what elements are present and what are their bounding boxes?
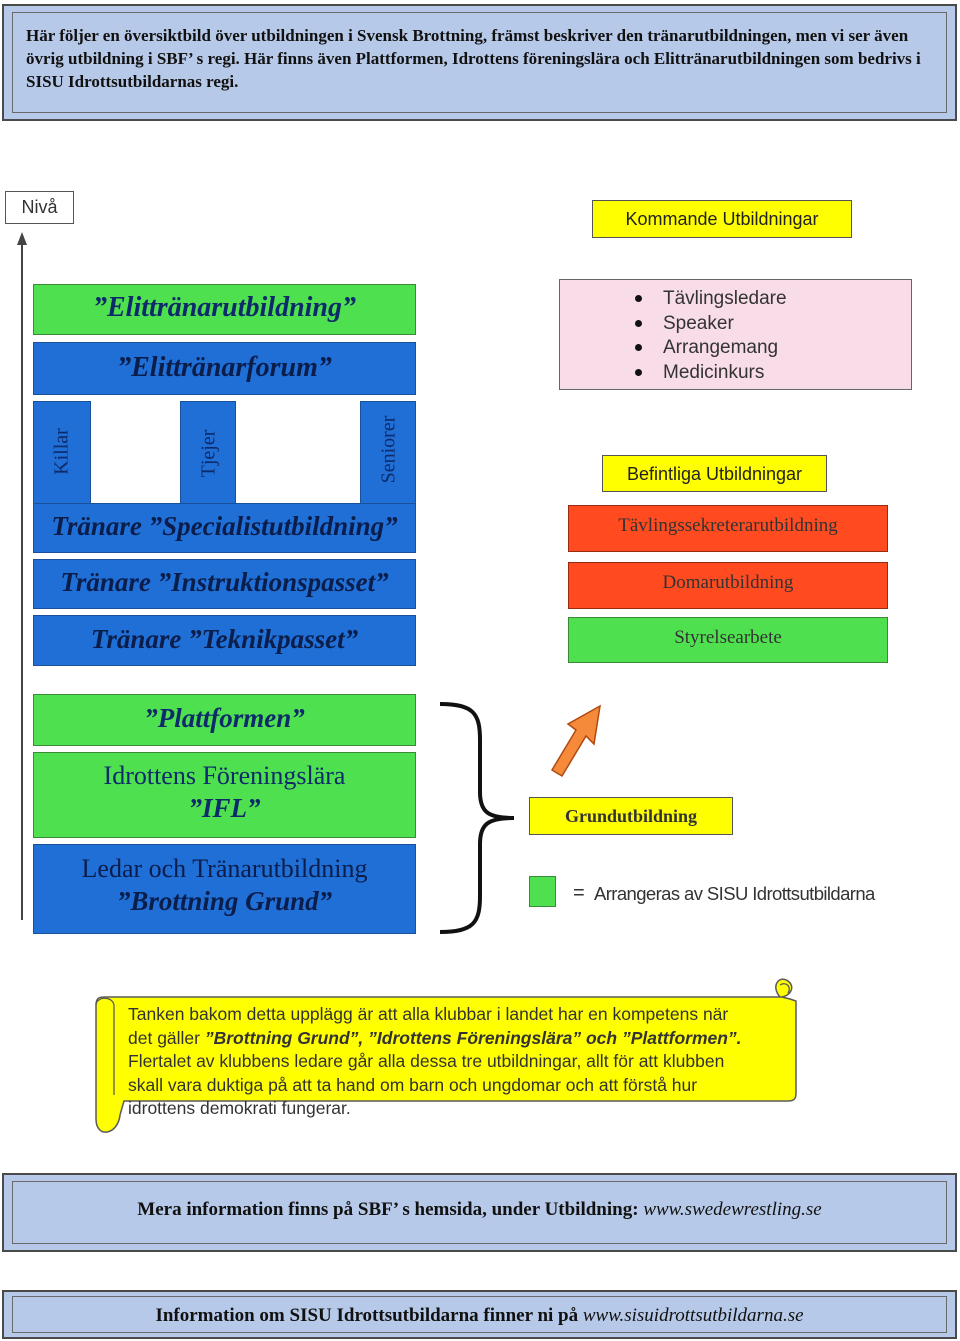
scroll-line-5: idrottens demokrati fungerar. — [128, 1098, 351, 1118]
box-elittranarforum: ”Elittränarforum” — [33, 342, 416, 395]
scroll-line-3: Flertalet av klubbens ledare går alla de… — [128, 1051, 725, 1071]
column-seniorer: Seniorer — [360, 401, 416, 505]
label-plattformen: ”Plattformen” — [144, 703, 305, 733]
upcoming-item-label: Tävlingsledare — [663, 288, 787, 309]
label-tjejer: Tjejer — [197, 429, 220, 478]
scroll-text: Tanken bakom detta upplägg är att alla k… — [128, 1003, 778, 1121]
label-teknikpasset: Tränare ”Teknikpasset” — [90, 624, 359, 654]
footer-2-link[interactable]: www.sisuidrottsutbildarna.se — [582, 1305, 804, 1326]
box-plattformen: ”Plattformen” — [33, 694, 416, 746]
bullet-icon — [635, 295, 642, 302]
box-specialist: Tränare ”Specialistutbildning” — [33, 503, 416, 553]
scroll-line-1: Tanken bakom detta upplägg är att alla k… — [128, 1004, 729, 1024]
box-domarutbildning: Domarutbildning — [568, 562, 888, 609]
box-teknikpasset: Tränare ”Teknikpasset” — [33, 615, 416, 666]
brace-icon — [439, 702, 515, 934]
label-instruktionspasset: Tränare ”Instruktionspasset” — [60, 567, 389, 597]
label-ifl-line1: Idrottens Föreningslära — [103, 761, 346, 790]
label-elittranarforum: ”Elittränarforum” — [117, 352, 332, 383]
label-grund-line1: Ledar och Tränarutbildning — [81, 854, 368, 883]
existing-title: Befintliga Utbildningar — [626, 464, 803, 484]
grundutbildning-tag: Grundutbildning — [529, 797, 733, 835]
upcoming-item-label: Medicinkurs — [663, 361, 765, 383]
label-ifl-line2: ”IFL” — [188, 793, 261, 823]
upcoming-item-label: Speaker — [663, 312, 734, 334]
level-label-box: Nivå — [5, 191, 74, 224]
label-seniorer: Seniorer — [377, 415, 400, 484]
legend-text: Arrangeras av SISU Idrottsutbildarna — [594, 883, 875, 904]
footer-1-label: Mera information finns på SBF’ s hemsida… — [137, 1199, 644, 1220]
legend-green-square — [529, 876, 556, 907]
box-tavlingssekreterare: Tävlingssekreterarutbildning — [568, 505, 888, 552]
upcoming-list-box: Tävlingsledare Speaker Arrangemang Medic… — [559, 279, 912, 390]
column-killar: Killar — [33, 401, 91, 505]
footer-1-text: Mera information finns på SBF’ s hemsida… — [4, 1199, 955, 1221]
upcoming-item-label: Arrangemang — [663, 337, 779, 358]
column-tjejer: Tjejer — [180, 401, 236, 505]
bullet-icon — [635, 319, 642, 327]
bullet-icon — [635, 344, 642, 351]
scroll-line-2-bold: ”Brottning Grund”, ”Idrottens Föreningsl… — [204, 1027, 742, 1048]
footer-1-link[interactable]: www.swedewrestling.se — [643, 1199, 822, 1220]
list-item: Tävlingsledare — [635, 287, 787, 312]
label-grund-line2: ”Brottning Grund” — [116, 886, 333, 916]
footer-panel-1: Mera information finns på SBF’ s hemsida… — [2, 1173, 957, 1252]
footer-2-label: Information om SISU Idrottsutbildarna fi… — [155, 1305, 583, 1326]
scroll-line-4: skall vara duktiga på att ta hand om bar… — [128, 1074, 698, 1095]
box-elittranarutbildning: ”Elittränarutbildning” — [33, 284, 416, 335]
footer-panel-2: Information om SISU Idrottsutbildarna fi… — [2, 1290, 957, 1339]
upcoming-list: Tävlingsledare Speaker Arrangemang Medic… — [635, 287, 787, 386]
box-ifl: Idrottens Föreningslära ”IFL” — [33, 752, 416, 838]
label-elittranarutbildning: ”Elittränarutbildning” — [93, 292, 356, 323]
upcoming-title-tag: Kommande Utbildningar — [592, 200, 852, 238]
up-right-arrow-icon — [550, 704, 601, 778]
level-label: Nivå — [21, 197, 58, 217]
scroll-line-2-pre: det gäller — [128, 1027, 205, 1048]
label-killar: Killar — [50, 428, 73, 475]
label-domarutbildning: Domarutbildning — [662, 572, 794, 593]
box-styrelsearbete: Styrelsearbete — [568, 617, 888, 663]
scroll-banner — [95, 978, 797, 1133]
upcoming-title: Kommande Utbildningar — [625, 209, 819, 229]
intro-text: Här följer en översiktbild över utbildni… — [26, 26, 921, 91]
grundutbildning-label: Grundutbildning — [564, 806, 698, 826]
legend-equals: = — [573, 882, 585, 904]
list-item: Speaker — [635, 312, 787, 337]
label-styrelsearbete: Styrelsearbete — [674, 627, 782, 648]
bullet-icon — [635, 368, 642, 376]
scroll-line-2: det gäller ”Brottning Grund”, ”Idrottens… — [128, 1027, 778, 1051]
box-brottning-grund: Ledar och Tränarutbildning ”Brottning Gr… — [33, 844, 416, 934]
label-specialist: Tränare ”Specialistutbildning” — [51, 511, 398, 541]
list-item: Medicinkurs — [635, 361, 787, 386]
level-arrow-icon — [17, 232, 27, 920]
label-tavlingssekreterare: Tävlingssekreterarutbildning — [618, 515, 838, 536]
list-item: Arrangemang — [635, 336, 787, 361]
box-instruktionspasset: Tränare ”Instruktionspasset” — [33, 559, 416, 609]
existing-title-tag: Befintliga Utbildningar — [602, 455, 827, 492]
intro-panel — [2, 4, 957, 121]
footer-2-text: Information om SISU Idrottsutbildarna fi… — [4, 1305, 955, 1327]
